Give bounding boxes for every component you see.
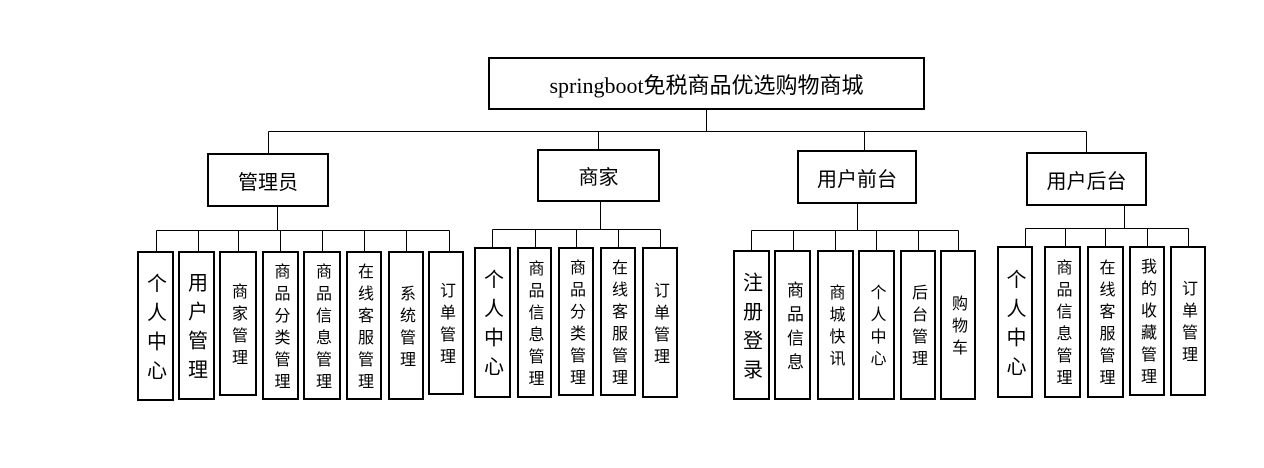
leaf-label: 我的收藏管理 [1138,258,1157,390]
leaf-label: 后台管理 [909,284,928,372]
frontend-mall-news: 商城快讯 [817,250,854,400]
leaf-label: 订单管理 [651,281,670,370]
leaf-label: 商品信息 [783,280,803,377]
leaf-label: 在线客服管理 [1096,259,1116,391]
merchant-personal-center: 个人中心 [474,247,511,398]
backend-product-info-management: 商品信息管理 [1044,246,1081,398]
node-user-backend-label: 用户后台 [1046,168,1127,193]
admin-user-management: 用户管理 [178,251,215,400]
frontend-backend-management: 后台管理 [900,250,936,400]
leaf-label: 商家管理 [229,282,248,371]
node-user-backend: 用户后台 [1026,152,1147,206]
node-merchant-label: 商家 [578,165,619,189]
admin-system-management: 系统管理 [388,251,424,400]
node-user-frontend: 用户前台 [797,150,917,204]
frontend-register-login: 注册登录 [733,250,770,400]
leaf-label: 系统管理 [397,284,416,373]
leaf-label: 个人中心 [480,269,505,385]
leaf-label: 个人中心 [1003,268,1027,385]
root-node-label: springboot免税商品优选购物商城 [549,72,864,98]
frontend-personal-center: 个人中心 [858,250,895,400]
frontend-shopping-cart: 购物车 [940,250,976,400]
node-merchant: 商家 [537,149,660,202]
admin-product-info-management: 商品信息管理 [303,251,341,400]
backend-personal-center: 个人中心 [997,246,1033,398]
merchant-product-info-management: 商品信息管理 [517,247,552,398]
node-admin-label: 管理员 [238,169,298,194]
leaf-label: 商品分类管理 [271,262,291,395]
leaf-label: 商城快讯 [826,284,846,372]
leaf-label: 订单管理 [1179,280,1198,368]
leaf-label: 用户管理 [184,272,209,388]
merchant-online-service-management: 在线客服管理 [600,247,636,396]
admin-online-service-management: 在线客服管理 [346,251,382,400]
admin-merchant-management: 商家管理 [219,251,257,396]
node-admin: 管理员 [207,153,329,207]
leaf-label: 商品信息管理 [313,262,332,395]
leaf-label: 个人中心 [867,284,887,372]
admin-personal-center: 个人中心 [137,251,174,401]
node-user-frontend-label: 用户前台 [817,166,897,191]
leaf-label: 商品分类管理 [567,258,586,391]
leaf-label: 在线客服管理 [609,258,628,391]
leaf-label: 商品信息管理 [1053,259,1073,391]
leaf-label: 订单管理 [437,282,456,370]
leaf-label: 在线客服管理 [355,262,374,395]
leaf-label: 购物车 [949,295,968,361]
leaf-label: 个人中心 [143,272,168,389]
leaf-label: 商品信息管理 [525,259,545,392]
backend-favorites-management: 我的收藏管理 [1129,246,1165,396]
merchant-order-management: 订单管理 [642,247,678,398]
root-node: springboot免税商品优选购物商城 [488,57,925,110]
backend-online-service-management: 在线客服管理 [1087,246,1124,398]
admin-product-category-management: 商品分类管理 [262,251,299,400]
merchant-product-category-management: 商品分类管理 [558,247,594,396]
frontend-product-info: 商品信息 [774,250,811,400]
backend-order-management: 订单管理 [1170,246,1206,396]
leaf-label: 注册登录 [739,271,764,388]
admin-order-management: 订单管理 [428,251,464,395]
